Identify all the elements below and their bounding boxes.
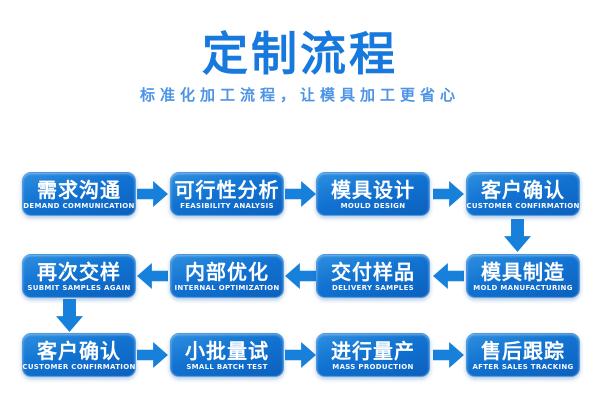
page-subtitle: 标准化加工流程，让模具加工更省心 (139, 86, 460, 104)
arrow-down-icon (504, 219, 531, 252)
step-label-en: CUSTOMER CONFIRMATION (22, 363, 136, 371)
page-title: 定制流程 (202, 27, 398, 81)
arrow-left-icon (433, 263, 464, 289)
step-label-zh: 进行量产 (331, 339, 415, 363)
arrow-down-icon (56, 299, 83, 332)
arrow-left-icon (137, 263, 168, 289)
step-mold-manufacturing: 模具制造 MOLD MANUFACTURING (466, 254, 580, 298)
step-label-zh: 售后跟踪 (481, 339, 565, 363)
step-label-zh: 可行性分析 (174, 178, 280, 202)
step-label-en: MOULD DESIGN (340, 202, 406, 210)
step-after-sales-tracking: 售后跟踪 AFTER SALES TRACKING (466, 333, 580, 377)
step-mass-production: 进行量产 MASS PRODUCTION (316, 333, 430, 377)
arrow-right-icon (137, 342, 168, 368)
arrow-right-icon (433, 342, 464, 368)
step-label-zh: 模具设计 (331, 178, 415, 202)
step-label-zh: 客户确认 (481, 178, 565, 202)
step-mould-design: 模具设计 MOULD DESIGN (316, 172, 430, 216)
step-submit-samples-again: 再次交样 SUBMIT SAMPLES AGAIN (22, 254, 136, 298)
step-customer-confirmation-2: 客户确认 CUSTOMER CONFIRMATION (22, 333, 136, 377)
step-label-zh: 内部优化 (185, 260, 269, 284)
step-label-en: AFTER SALES TRACKING (472, 363, 574, 371)
arrow-right-icon (433, 181, 464, 207)
step-label-en: MOLD MANUFACTURING (473, 284, 573, 292)
step-label-en: MASS PRODUCTION (332, 363, 414, 371)
step-label-en: CUSTOMER CONFIRMATION (466, 202, 580, 210)
step-label-en: FEASIBILITY ANALYSIS (180, 202, 274, 210)
step-small-batch-test: 小批量试 SMALL BATCH TEST (170, 333, 284, 377)
step-label-en: DEMAND COMMUNICATION (23, 202, 135, 210)
step-customer-confirmation-1: 客户确认 CUSTOMER CONFIRMATION (466, 172, 580, 216)
step-demand-communication: 需求沟通 DEMAND COMMUNICATION (22, 172, 136, 216)
arrow-right-icon (137, 181, 168, 207)
step-feasibility-analysis: 可行性分析 FEASIBILITY ANALYSIS (170, 172, 284, 216)
step-label-en: SMALL BATCH TEST (186, 363, 268, 371)
step-delivery-samples: 交付样品 DELIVERY SAMPLES (316, 254, 430, 298)
step-internal-optimization: 内部优化 INTERNAL OPTIMIZATION (170, 254, 284, 298)
step-label-zh: 交付样品 (331, 260, 415, 284)
step-label-zh: 再次交样 (37, 260, 121, 284)
arrow-right-icon (285, 342, 316, 368)
step-label-en: DELIVERY SAMPLES (331, 284, 414, 292)
step-label-zh: 模具制造 (481, 260, 565, 284)
arrow-right-icon (285, 181, 316, 207)
step-label-zh: 小批量试 (185, 339, 269, 363)
arrow-left-icon (285, 263, 316, 289)
step-label-zh: 需求沟通 (37, 178, 121, 202)
step-label-en: SUBMIT SAMPLES AGAIN (27, 284, 131, 292)
step-label-en: INTERNAL OPTIMIZATION (174, 284, 280, 292)
step-label-zh: 客户确认 (37, 339, 121, 363)
